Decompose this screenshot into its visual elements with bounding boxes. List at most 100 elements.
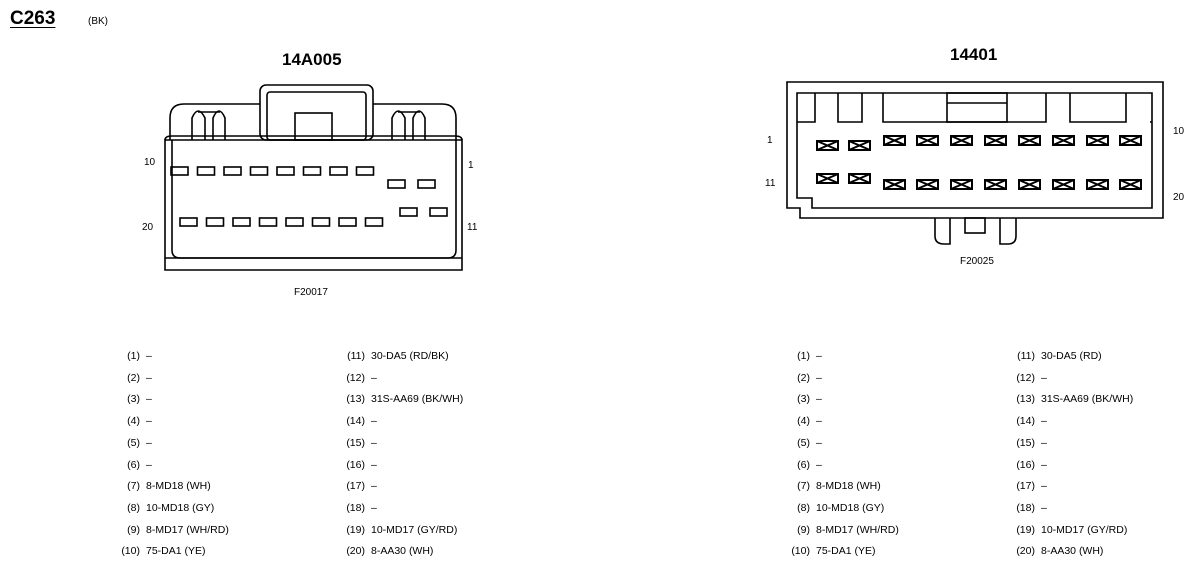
cavity	[417, 179, 436, 189]
pinout-row: (9) 8-MD17 (WH/RD)	[780, 524, 899, 536]
pinout-row: (5)–	[780, 437, 822, 449]
cavity	[1052, 135, 1075, 146]
cavity	[399, 207, 418, 217]
pin-number: (4)	[797, 415, 810, 428]
pin-number: (2)	[797, 371, 810, 384]
circuit-label: 75-DA1 (YE)	[146, 545, 206, 558]
cavity	[1086, 179, 1109, 190]
circuit-label: –	[146, 350, 152, 362]
pinout-row: (5)–	[110, 437, 152, 449]
cavity	[364, 217, 384, 227]
pin-number: (14)	[346, 415, 365, 428]
circuit-label: 10-MD18 (GY)	[816, 501, 885, 514]
pinout-row: (15)–	[335, 437, 377, 449]
pinout-row: (15)–	[1005, 437, 1047, 449]
cavity	[1052, 179, 1075, 190]
pin-number: (5)	[797, 436, 810, 449]
pin-number: (9)	[797, 523, 810, 536]
pinout-row: (14)–	[1005, 415, 1047, 427]
pinout-row: (10)75-DA1 (YE)	[110, 545, 206, 558]
pin-number: (10)	[791, 545, 810, 558]
circuit-label: –	[146, 393, 152, 406]
pin-number: (15)	[346, 436, 365, 449]
pinout-row: (17)–	[335, 480, 377, 492]
cavity	[232, 217, 251, 227]
pin-number: (4)	[127, 415, 140, 428]
circuit-label: 8-MD17 (WH/RD)	[816, 523, 899, 536]
pin-number: (17)	[1016, 480, 1035, 493]
pinout-row: (13) 31S-AA69 (BK/WH)	[1005, 393, 1133, 405]
circuit-label: –	[816, 350, 822, 362]
circuit-label: –	[816, 371, 822, 384]
pinout-row: (8) 10-MD18 (GY)	[110, 502, 214, 514]
pin-number: (19)	[1016, 523, 1035, 536]
cavity	[848, 140, 871, 151]
connector-id: C263	[10, 8, 56, 29]
circuit-label: 10-MD18 (GY)	[146, 501, 215, 514]
pinout-row: (18)–	[335, 502, 377, 514]
pinout-row: (1)–	[780, 350, 822, 362]
connector-2-figure-code: F20025	[960, 256, 994, 267]
connector-1-housing	[164, 84, 463, 271]
pin-number: (13)	[1016, 393, 1035, 406]
pin-number: (16)	[346, 458, 365, 471]
pin-number: (8)	[127, 501, 140, 514]
pinout-row: (10)75-DA1 (YE)	[780, 545, 875, 558]
circuit-label: –	[1041, 480, 1047, 493]
connector-1-figure-code: F20017	[294, 287, 328, 298]
pinout-row: (7)8-MD18 (WH)	[780, 480, 881, 492]
circuit-label: –	[371, 371, 377, 384]
circuit-label: –	[816, 458, 822, 471]
cavity	[916, 135, 939, 146]
pinout-row: (18)–	[1005, 502, 1047, 514]
pinout-row: (8)10-MD18 (GY)	[780, 502, 884, 514]
connector-color: (BK)	[88, 16, 108, 27]
pinout-row: (13)31S-AA69 (BK/WH)	[335, 393, 463, 405]
pinout-row: (2)–	[780, 372, 822, 384]
cavity	[1018, 135, 1041, 146]
pinout-row: (12)–	[335, 372, 377, 384]
cavity	[848, 173, 871, 184]
cavity	[950, 179, 973, 190]
pin-number: (20)	[346, 545, 365, 558]
pinout-row: (1)–	[110, 350, 152, 362]
circuit-label: –	[146, 371, 152, 384]
circuit-label: –	[371, 480, 377, 493]
circuit-label: 8-AA30 (WH)	[371, 545, 434, 558]
pin-number: (20)	[1016, 545, 1035, 558]
cavity	[816, 140, 839, 151]
circuit-label: –	[816, 436, 822, 449]
connector-1-pin-label-top-left: 10	[144, 157, 156, 168]
connector-1-pin-label-top-right: 1	[468, 160, 474, 171]
circuit-label: 30-DA5 (RD/BK)	[371, 350, 449, 362]
pinout-row: (19)10-MD17 (GY/RD)	[1005, 524, 1127, 536]
pin-number: (11)	[347, 350, 365, 362]
pin-number: (2)	[127, 371, 140, 384]
pin-number: (13)	[346, 393, 365, 406]
cavity	[223, 166, 242, 176]
connector-2-part-number: 14401	[950, 45, 998, 64]
cavity	[1086, 135, 1109, 146]
cavity	[196, 166, 216, 176]
pinout-row: (2)–	[110, 372, 152, 384]
circuit-label: –	[1041, 458, 1047, 471]
pin-number: (17)	[346, 480, 365, 493]
circuit-label: –	[1041, 436, 1047, 449]
cavity	[258, 217, 278, 227]
pin-number: (12)	[1016, 371, 1035, 384]
pinout-row: (6)–	[110, 459, 152, 471]
cavity	[285, 217, 304, 227]
circuit-label: 10-MD17 (GY/RD)	[371, 523, 458, 536]
pinout-row: (14)–	[335, 415, 377, 427]
cavity	[1119, 135, 1142, 146]
cavity	[338, 217, 357, 227]
pinout-row: (11)30-DA5 (RD)	[1005, 350, 1102, 362]
pinout-row: (20)8-AA30 (WH)	[1005, 545, 1103, 557]
cavity	[387, 179, 406, 189]
pinout-row: (6)–	[780, 459, 822, 471]
pin-number: (12)	[346, 371, 365, 384]
circuit-label: 31S-AA69 (BK/WH)	[1041, 393, 1134, 406]
